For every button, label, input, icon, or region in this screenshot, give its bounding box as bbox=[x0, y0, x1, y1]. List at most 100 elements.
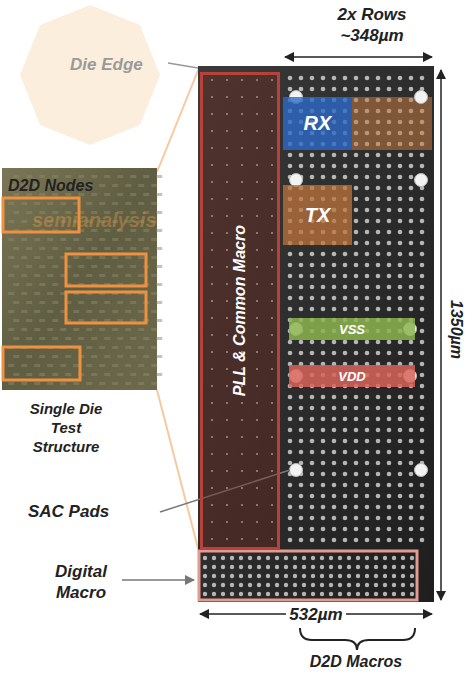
power-bar: VDD bbox=[289, 365, 415, 387]
bump bbox=[299, 428, 304, 433]
bump bbox=[374, 592, 378, 596]
bump bbox=[320, 556, 324, 560]
die-texture-cell bbox=[78, 337, 84, 340]
bump bbox=[284, 565, 288, 569]
die-texture-cell bbox=[104, 373, 110, 376]
bump bbox=[376, 505, 381, 510]
die-texture-cell bbox=[86, 382, 92, 385]
bump bbox=[365, 219, 370, 224]
bump bbox=[332, 450, 337, 455]
bump bbox=[321, 472, 326, 477]
bump bbox=[311, 574, 315, 578]
bump bbox=[266, 574, 270, 578]
bump bbox=[376, 538, 381, 543]
bump bbox=[420, 527, 425, 532]
bump bbox=[230, 574, 234, 578]
bump bbox=[398, 406, 403, 411]
die-texture-cell bbox=[26, 301, 32, 304]
bump bbox=[420, 274, 425, 279]
bump bbox=[299, 164, 304, 169]
bump bbox=[376, 208, 381, 213]
bump bbox=[230, 583, 234, 587]
bump bbox=[365, 87, 370, 92]
bump bbox=[376, 527, 381, 532]
bump bbox=[332, 164, 337, 169]
bump bbox=[299, 505, 304, 510]
bump bbox=[288, 296, 293, 301]
die-texture-cell bbox=[21, 202, 27, 205]
bump bbox=[354, 252, 359, 257]
bump bbox=[343, 538, 348, 543]
tx-region bbox=[352, 97, 432, 150]
die-texture-cell bbox=[39, 247, 45, 250]
rx-region: RX bbox=[283, 97, 352, 150]
bump bbox=[409, 307, 414, 312]
die-texture-cell bbox=[151, 382, 157, 385]
dimension-label: 1350µm bbox=[446, 300, 466, 359]
bump bbox=[420, 516, 425, 521]
bump bbox=[356, 583, 360, 587]
bump bbox=[398, 450, 403, 455]
die-texture-cell bbox=[21, 274, 27, 277]
die-texture-cell bbox=[138, 184, 144, 187]
bump bbox=[338, 592, 342, 596]
bump bbox=[354, 538, 359, 543]
die-texture-cell bbox=[91, 301, 97, 304]
zoom-line bbox=[157, 390, 199, 552]
bump bbox=[288, 494, 293, 499]
die-texture-cell bbox=[65, 355, 71, 358]
bump bbox=[288, 439, 293, 444]
die-texture-cell bbox=[104, 265, 110, 268]
bump bbox=[329, 574, 333, 578]
bump bbox=[343, 76, 348, 81]
die-texture-cell bbox=[39, 319, 45, 322]
bump bbox=[376, 494, 381, 499]
bump bbox=[299, 494, 304, 499]
bump bbox=[409, 516, 414, 521]
bump bbox=[299, 351, 304, 356]
region-label: RX bbox=[304, 112, 332, 135]
dimension-label: D2D Macros bbox=[306, 652, 406, 672]
bump bbox=[343, 307, 348, 312]
die-texture-cell bbox=[26, 373, 32, 376]
die-texture-cell bbox=[104, 355, 110, 358]
bump bbox=[354, 307, 359, 312]
bump bbox=[275, 574, 279, 578]
die-texture-cell bbox=[156, 265, 162, 268]
bump bbox=[387, 472, 392, 477]
bump bbox=[257, 583, 261, 587]
bump bbox=[343, 494, 348, 499]
bump bbox=[284, 556, 288, 560]
bump bbox=[387, 87, 392, 92]
bump bbox=[354, 428, 359, 433]
bump bbox=[365, 230, 370, 235]
bump bbox=[311, 583, 315, 587]
die-texture-cell bbox=[26, 319, 32, 322]
die-texture-cell bbox=[21, 310, 27, 313]
bump bbox=[332, 153, 337, 158]
bump bbox=[299, 274, 304, 279]
die-texture-cell bbox=[86, 328, 92, 331]
bump bbox=[420, 197, 425, 202]
bump bbox=[398, 175, 403, 180]
region-label: VDD bbox=[338, 369, 365, 384]
bump bbox=[410, 565, 414, 569]
bump bbox=[420, 296, 425, 301]
die-texture-cell bbox=[34, 364, 40, 367]
die-texture-cell bbox=[8, 274, 14, 277]
bump bbox=[338, 583, 342, 587]
bump bbox=[387, 219, 392, 224]
bump bbox=[310, 538, 315, 543]
bump bbox=[230, 556, 234, 560]
zoom-line bbox=[157, 68, 199, 172]
bump bbox=[409, 219, 414, 224]
bump bbox=[299, 538, 304, 543]
bump bbox=[221, 592, 225, 596]
bump bbox=[387, 450, 392, 455]
die-texture-cell bbox=[117, 355, 123, 358]
bump bbox=[275, 556, 279, 560]
bump bbox=[365, 439, 370, 444]
bump bbox=[203, 583, 207, 587]
bump bbox=[365, 483, 370, 488]
die-texture-cell bbox=[47, 328, 53, 331]
